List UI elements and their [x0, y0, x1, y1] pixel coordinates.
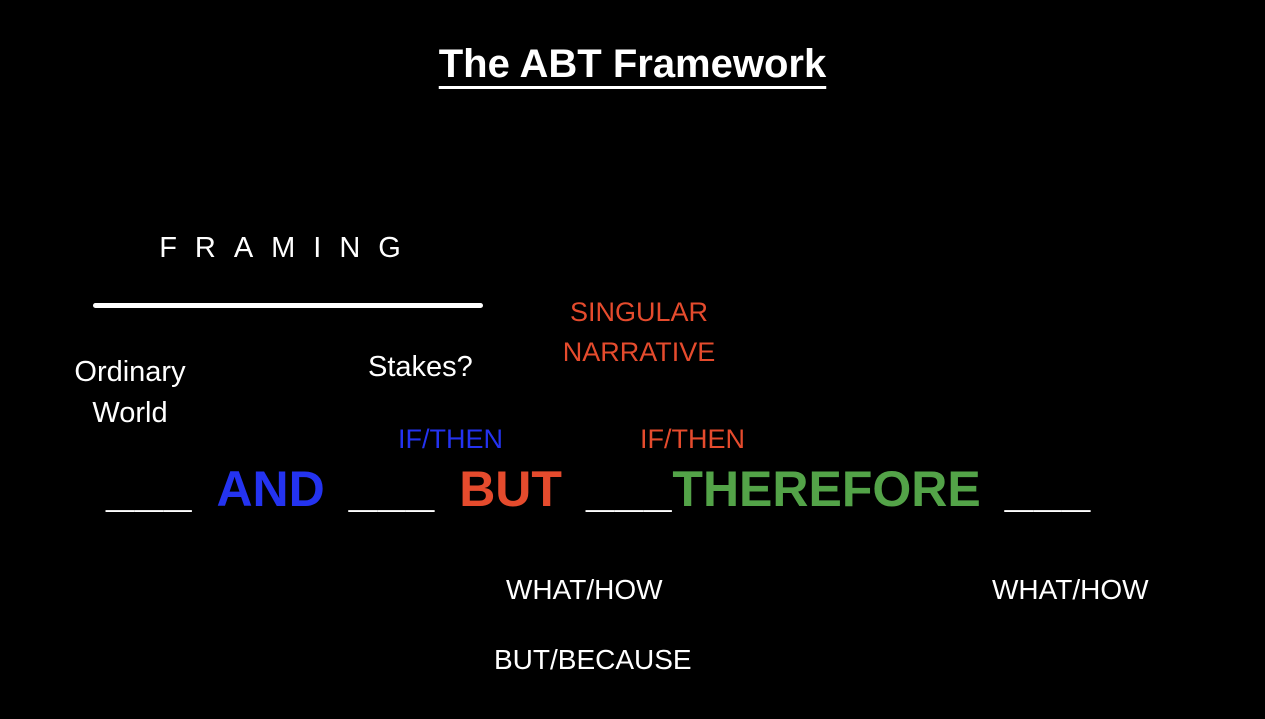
ordinary-world-label: Ordinary World: [26, 352, 234, 434]
ordinary-world-line1: Ordinary: [74, 356, 186, 388]
but-because-label: BUT/BECAUSE: [494, 644, 692, 675]
but-label: BUT: [459, 461, 562, 517]
what-how-label-right: WHAT/HOW: [992, 574, 1149, 605]
therefore-label: THEREFORE: [672, 461, 981, 517]
singular-narrative-line1: SINGULAR: [569, 297, 709, 327]
ordinary-world-line2: World: [92, 397, 168, 429]
stakes-label: Stakes?: [368, 351, 473, 383]
abt-blank-1: ___: [106, 461, 193, 517]
if-then-label-red: IF/THEN: [640, 424, 745, 454]
framing-label: FRAMING: [159, 232, 419, 264]
and-label: AND: [216, 461, 325, 517]
abt-blank-3: ___: [585, 461, 673, 517]
singular-narrative-line2: NARRATIVE: [562, 337, 716, 367]
singular-narrative-label: SINGULAR NARRATIVE: [528, 292, 750, 372]
abt-sentence-row: ___ AND ___ BUT ___ THEREFORE ___: [106, 460, 1091, 518]
framing-underline-rule: [93, 303, 483, 308]
abt-blank-2: ___: [348, 461, 436, 517]
slide-title: The ABT Framework: [438, 42, 827, 86]
if-then-label-blue: IF/THEN: [398, 424, 503, 454]
what-how-label-left: WHAT/HOW: [506, 574, 663, 605]
abt-blank-4: ___: [1004, 461, 1092, 517]
